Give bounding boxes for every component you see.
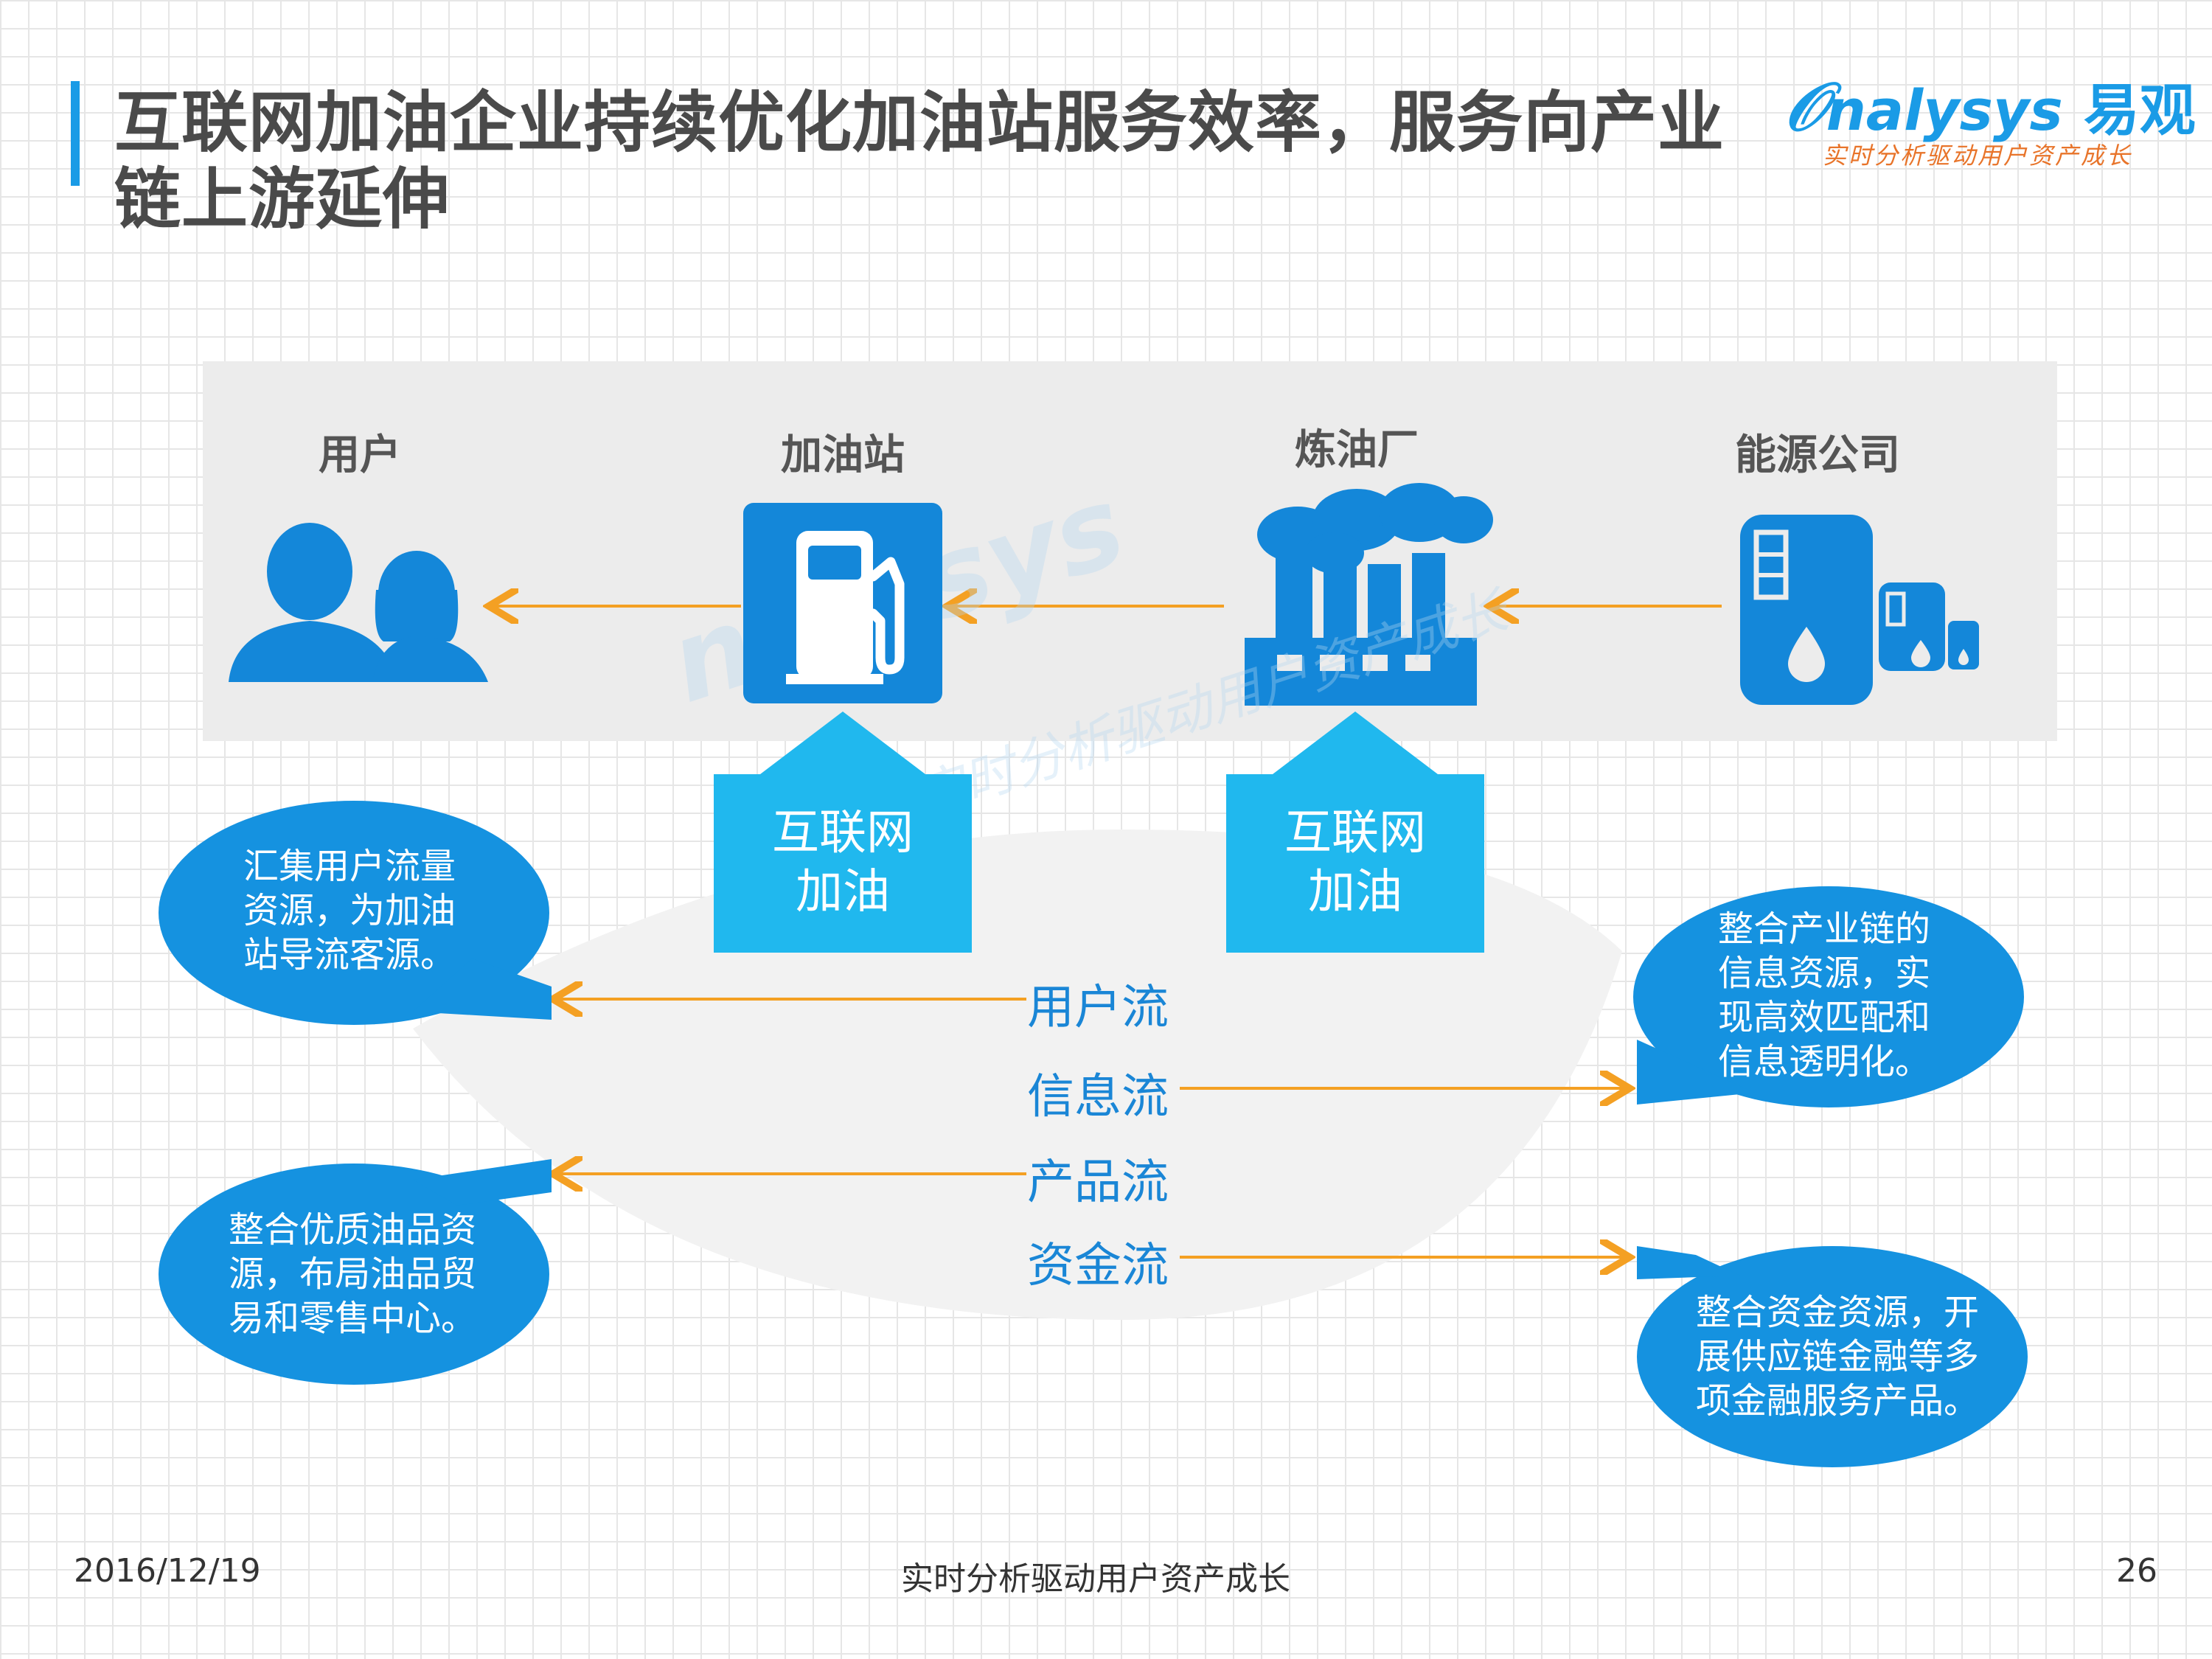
node-label-energy: 能源公司	[1735, 431, 1900, 479]
logo-brand-cn: 易观	[2083, 77, 2196, 143]
bubble-line: 易和零售中心。	[229, 1298, 477, 1339]
internet-box-arrow-1	[760, 712, 925, 782]
factory-icon	[1245, 483, 1493, 706]
bubble-text-right-top: 整合产业链的 信息资源，实 现高效匹配和 信息透明化。	[1718, 907, 1930, 1084]
bubble-line: 信息透明化。	[1718, 1041, 1931, 1082]
node-label-user: 用户	[319, 431, 401, 479]
bubble-line: 资源，为加油	[243, 890, 456, 931]
flow-label-product: 产品流	[1027, 1155, 1169, 1210]
bubble-line: 整合优质油品资	[229, 1209, 477, 1251]
node-label-station: 加油站	[781, 431, 905, 479]
fuel-pump-box	[743, 503, 942, 703]
logo-mark-icon: 𝒪	[1784, 69, 1826, 146]
internet-refuel-line2: 加油	[796, 865, 890, 919]
flow-label-info: 信息流	[1027, 1070, 1169, 1124]
node-label-refinery: 炼油厂	[1295, 426, 1419, 474]
internet-refuel-box-1: 互联网 加油	[714, 774, 972, 953]
bubble-text-top-left: 汇集用户流量 资源，为加油 站导流客源。	[243, 844, 456, 977]
bubble-line: 整合产业链的	[1718, 908, 1931, 950]
logo-slogan: 实时分析驱动用户资产成长	[1823, 142, 2133, 170]
flow-label-capital: 资金流	[1027, 1239, 1169, 1293]
internet-refuel-box-2: 互联网 加油	[1226, 774, 1484, 953]
bubble-line: 项金融服务产品。	[1696, 1380, 1980, 1422]
page-number: 26	[2116, 1552, 2157, 1590]
bubble-text-bottom-left: 整合优质油品资 源，布局油品贸 易和零售中心。	[229, 1208, 476, 1340]
bubble-line: 汇集用户流量	[243, 846, 456, 887]
bubble-line: 站导流客源。	[243, 934, 456, 975]
bubble-bottom-left	[159, 1159, 552, 1385]
bubble-text-right-bottom: 整合资金资源，开 展供应链金融等多 项金融服务产品。	[1696, 1290, 1979, 1423]
logo-brand: nalysys	[1826, 77, 2063, 143]
fuel-pump-icon	[786, 531, 905, 684]
internet-box-arrow-2	[1273, 712, 1438, 782]
bubble-line: 信息资源，实	[1718, 953, 1931, 994]
users-icon	[229, 523, 488, 682]
title-accent-bar	[71, 81, 80, 186]
bubble-line: 整合资金资源，开	[1696, 1292, 1980, 1333]
footer-date: 2016/12/19	[74, 1552, 261, 1590]
internet-refuel-line1: 互联网	[1284, 806, 1426, 860]
bubble-line: 现高效匹配和	[1718, 997, 1931, 1038]
oil-tank-icon	[1740, 515, 1979, 705]
bubble-right-top	[1633, 886, 2024, 1107]
bubble-top-left	[159, 801, 552, 1025]
bubble-line: 源，布局油品贸	[229, 1253, 477, 1295]
page-title: 互联网加油企业持续优化加油站服务效率，服务向产业链上游延伸	[114, 84, 1725, 238]
internet-refuel-line2: 加油	[1308, 865, 1402, 919]
flow-label-user: 用户流	[1027, 981, 1169, 1035]
bubble-line: 展供应链金融等多	[1696, 1336, 1980, 1377]
bubble-right-bottom	[1637, 1246, 2028, 1467]
internet-refuel-line1: 互联网	[772, 806, 914, 860]
logo: 𝒪nalysys 易观	[1784, 65, 2196, 147]
footer-slogan: 实时分析驱动用户资产成长	[901, 1560, 1290, 1598]
